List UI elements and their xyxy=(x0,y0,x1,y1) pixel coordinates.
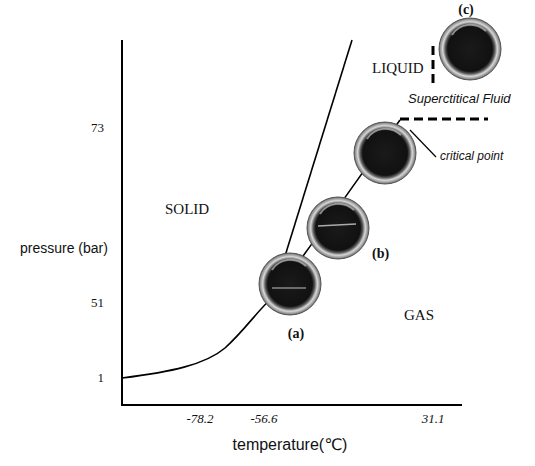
sample-cell xyxy=(439,18,501,80)
callout-label: critical point xyxy=(440,150,503,164)
supercritical-boundary xyxy=(432,46,435,86)
tick-label: 31.1 xyxy=(422,412,445,427)
region-label: GAS xyxy=(404,307,434,324)
axis-title: pressure (bar) xyxy=(20,240,108,256)
tick-label: 1 xyxy=(98,371,105,386)
region-label: SOLID xyxy=(165,201,209,218)
tick-label: 73 xyxy=(91,121,104,136)
region-label: LIQUID xyxy=(372,60,424,77)
sample-cell xyxy=(307,197,369,259)
region-label: Superctitical Fluid xyxy=(408,92,511,107)
tick-label: -78.2 xyxy=(186,412,213,427)
y-axis xyxy=(121,40,123,405)
sample-cell xyxy=(354,122,416,184)
x-axis xyxy=(121,404,462,406)
axis-title: temperature(℃) xyxy=(233,436,348,454)
tick-label: 51 xyxy=(91,296,104,311)
leader-line xyxy=(410,130,436,157)
supercritical-boundary xyxy=(400,118,488,121)
panel-letter: (b) xyxy=(372,246,389,262)
sample-cell xyxy=(259,253,321,315)
tick-label: -56.6 xyxy=(250,412,277,427)
panel-letter: (a) xyxy=(288,326,304,342)
sublimation-curve xyxy=(122,298,272,378)
panel-letter: (c) xyxy=(458,2,474,18)
